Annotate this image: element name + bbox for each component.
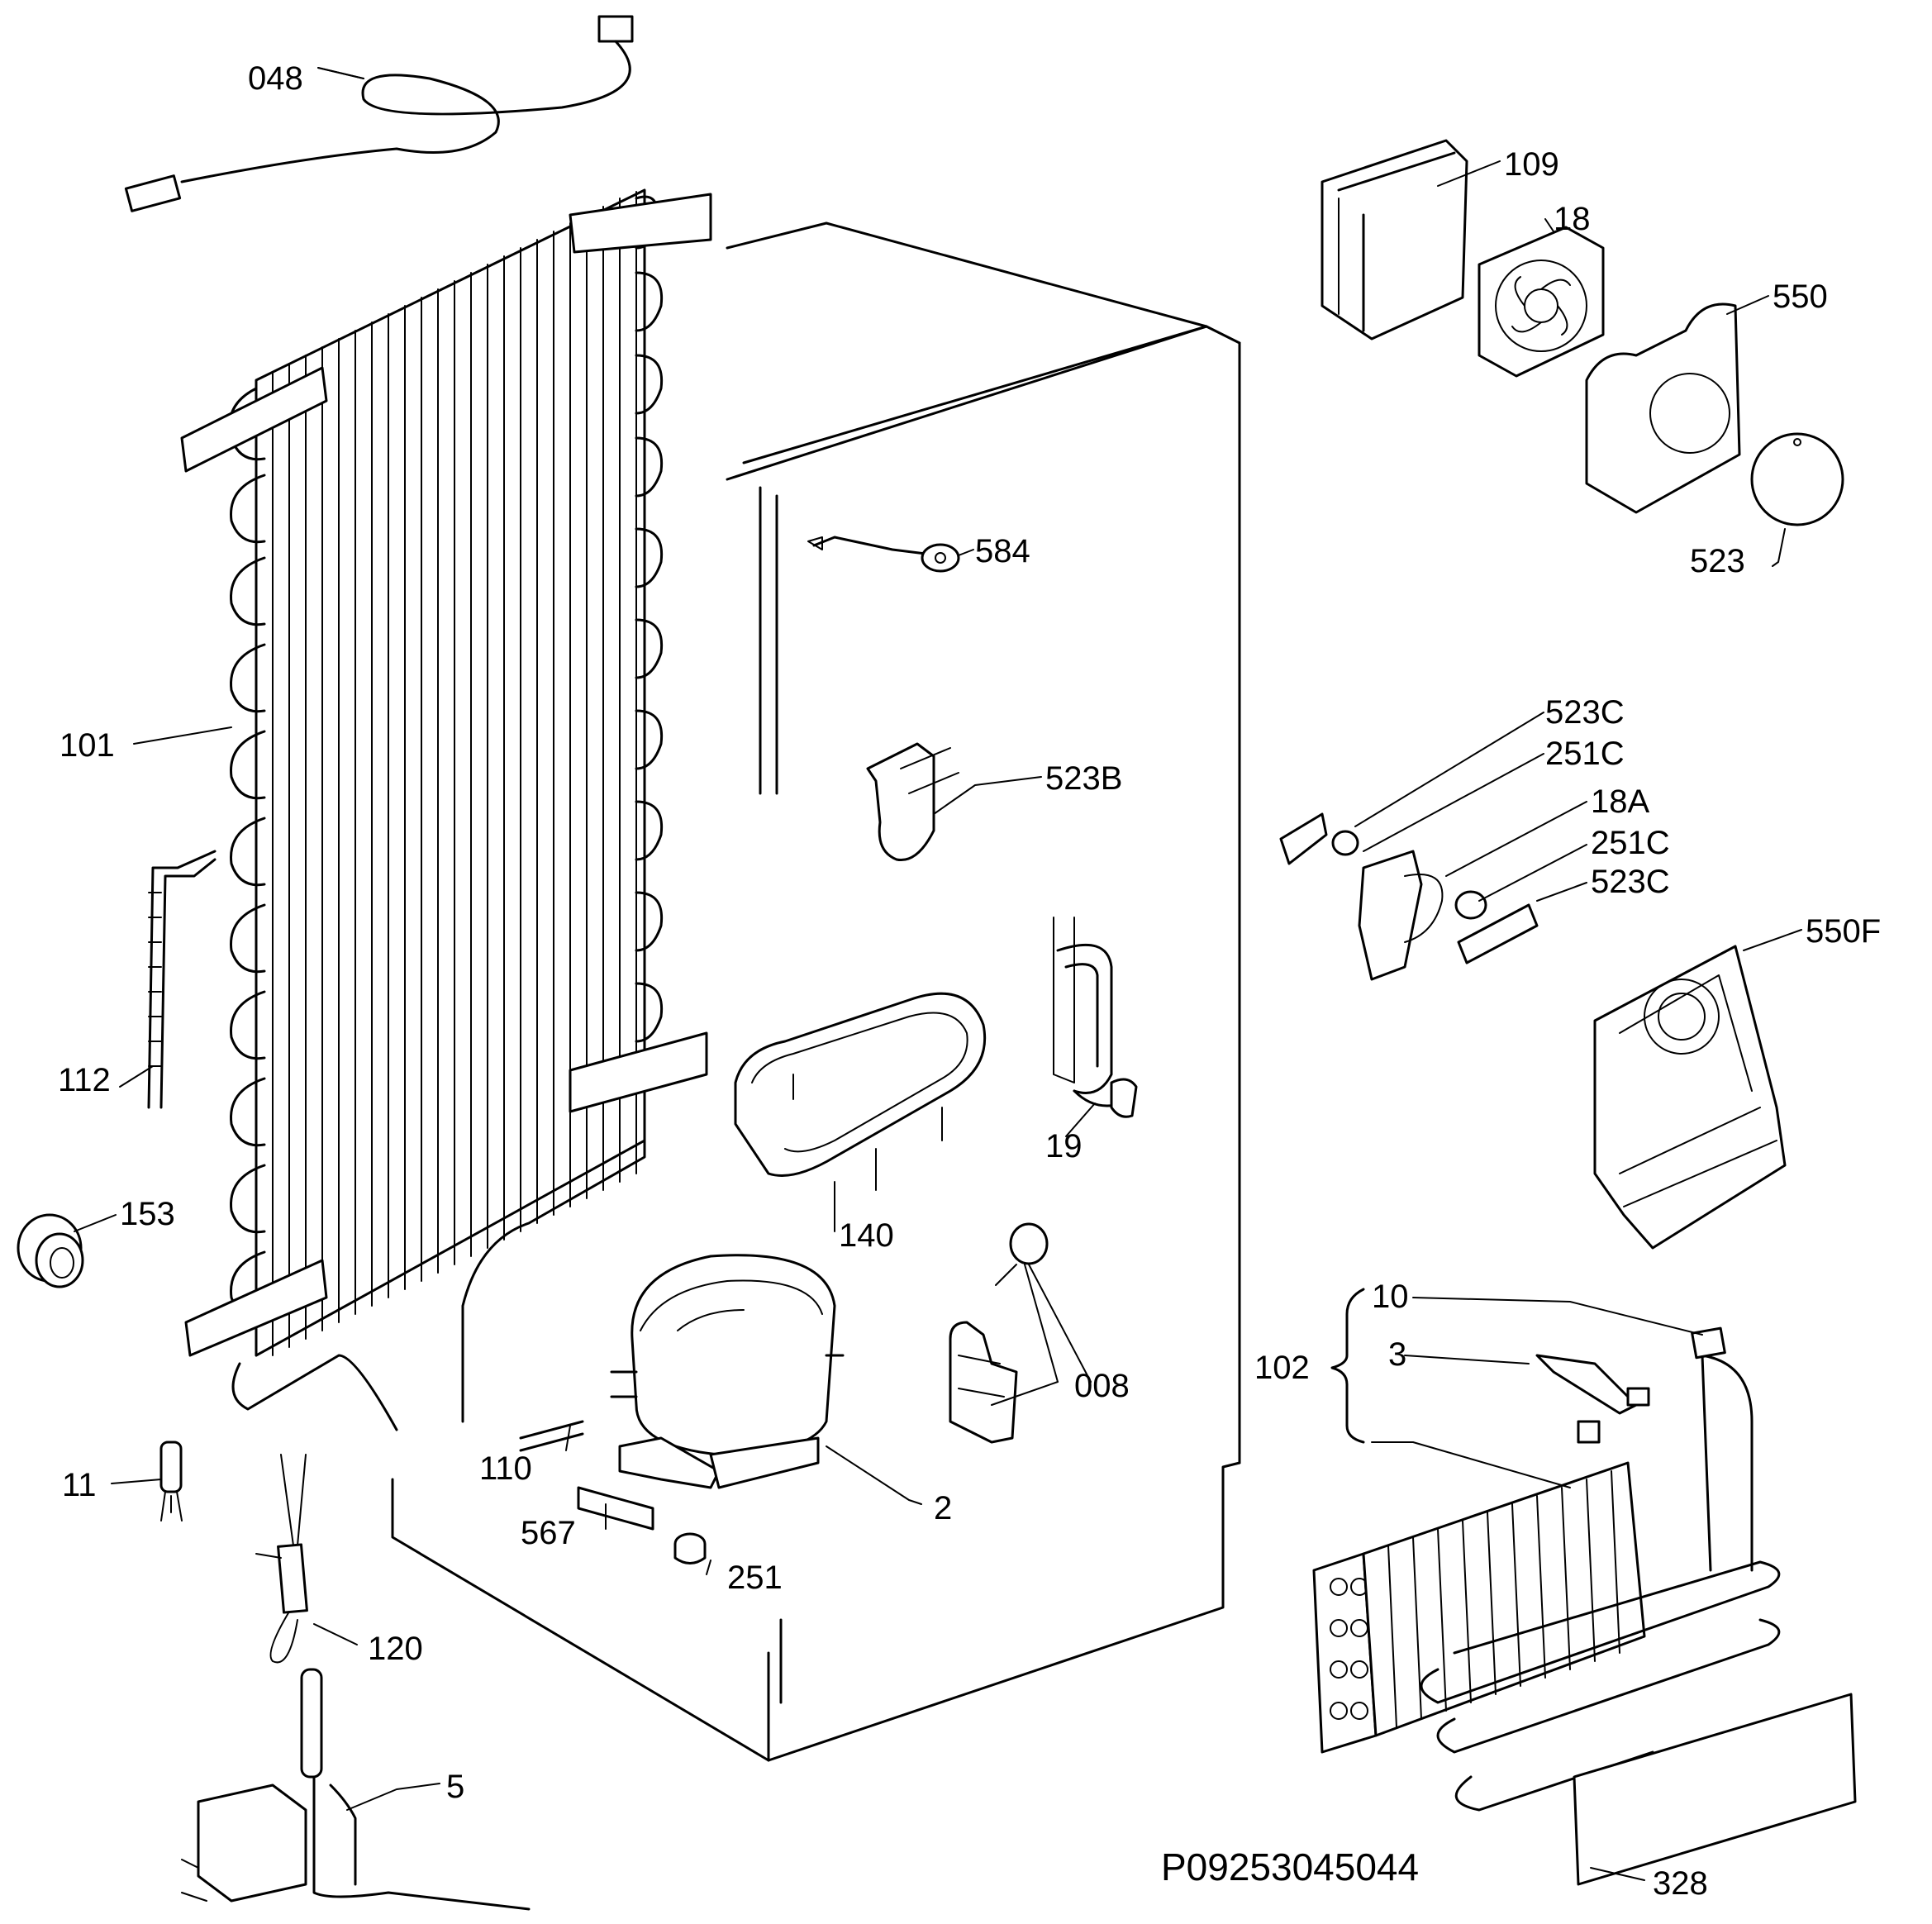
brace-102 bbox=[1330, 1288, 1365, 1444]
label-120: 120 bbox=[368, 1631, 423, 1667]
label-2: 2 bbox=[934, 1490, 952, 1526]
label-153: 153 bbox=[120, 1196, 175, 1232]
label-3: 3 bbox=[1388, 1336, 1406, 1373]
fuse-120 bbox=[255, 1454, 308, 1664]
drip-tray-140 bbox=[734, 992, 987, 1191]
condenser-101 bbox=[180, 188, 712, 1431]
heater-19 bbox=[1053, 917, 1138, 1118]
cabinet bbox=[391, 221, 1241, 1762]
label-101: 101 bbox=[59, 727, 115, 764]
label-523c-lower: 523C bbox=[1591, 864, 1670, 900]
label-5: 5 bbox=[446, 1769, 464, 1805]
valve-assembly-5 bbox=[181, 1668, 531, 1911]
fan-18 bbox=[1478, 226, 1605, 378]
leader-lines bbox=[74, 67, 1802, 1881]
valve-11 bbox=[159, 1441, 183, 1522]
label-550: 550 bbox=[1773, 279, 1828, 315]
evaporator-102 bbox=[1312, 1326, 1857, 1886]
label-11: 11 bbox=[62, 1467, 97, 1503]
label-328: 328 bbox=[1653, 1865, 1708, 1902]
relay-008 bbox=[949, 1222, 1049, 1444]
label-109: 109 bbox=[1504, 146, 1559, 183]
label-523: 523 bbox=[1690, 543, 1745, 579]
label-251c-lower: 251C bbox=[1591, 825, 1670, 861]
compressor-2 bbox=[610, 1254, 845, 1489]
fan-cover-550 bbox=[1585, 302, 1741, 514]
label-584: 584 bbox=[975, 533, 1030, 569]
sensor-cable-048 bbox=[124, 15, 634, 212]
label-567: 567 bbox=[521, 1515, 576, 1551]
label-523c-upper: 523C bbox=[1545, 694, 1625, 731]
label-251c-upper: 251C bbox=[1545, 736, 1625, 772]
label-523b: 523B bbox=[1045, 760, 1122, 797]
cover-disc-523 bbox=[1750, 432, 1844, 526]
label-251: 251 bbox=[727, 1560, 783, 1596]
tube-110 bbox=[519, 1420, 584, 1452]
label-048: 048 bbox=[248, 60, 303, 97]
label-10: 10 bbox=[1372, 1279, 1409, 1315]
part-labels: 048 109 18 550 523 584 101 523B 523C 251… bbox=[58, 60, 1881, 1902]
fan-motor-18a bbox=[1279, 812, 1539, 981]
label-112: 112 bbox=[58, 1062, 111, 1098]
label-19: 19 bbox=[1045, 1128, 1083, 1164]
grommet-251 bbox=[673, 1532, 707, 1564]
clip-523b bbox=[866, 742, 959, 862]
plate-567 bbox=[577, 1486, 654, 1531]
grommet-153 bbox=[17, 1213, 84, 1288]
label-008: 008 bbox=[1074, 1368, 1130, 1404]
label-550f: 550F bbox=[1806, 913, 1881, 950]
label-140: 140 bbox=[839, 1217, 894, 1254]
fan-housing-109 bbox=[1321, 139, 1468, 341]
label-102: 102 bbox=[1254, 1350, 1310, 1386]
sensor-584 bbox=[807, 536, 960, 573]
label-18: 18 bbox=[1554, 201, 1591, 237]
label-110: 110 bbox=[479, 1450, 532, 1487]
label-18a: 18A bbox=[1591, 783, 1649, 820]
drawing-code: P09253045044 bbox=[1161, 1845, 1419, 1888]
panel-550f bbox=[1593, 945, 1787, 1250]
drain-tube-112 bbox=[147, 850, 217, 1109]
